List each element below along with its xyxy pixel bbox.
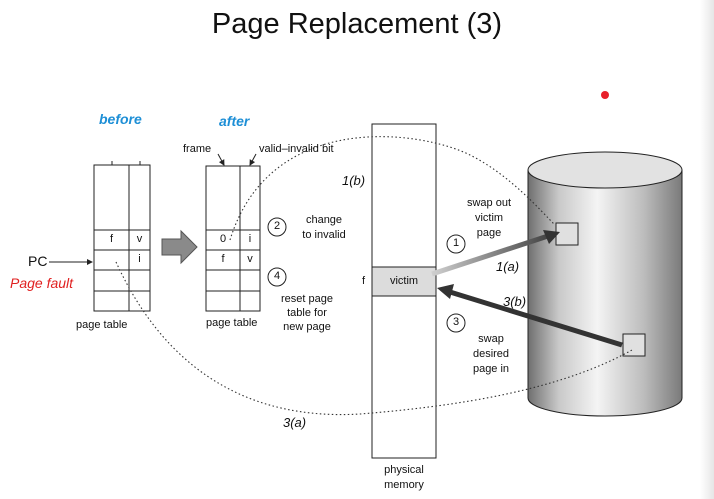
before-label: before — [99, 111, 142, 127]
step-2-circle — [267, 217, 287, 237]
after-bit-cell-2: v — [247, 253, 253, 265]
step-1-number: 1 — [452, 237, 460, 249]
step-1-circle — [446, 234, 466, 254]
before-bit-cell: v — [136, 233, 143, 245]
victim-label: victim — [389, 275, 419, 287]
step-4-line-3: new page — [283, 321, 331, 333]
transition-arrow — [161, 229, 198, 265]
step-1-text: swap out victim page — [458, 196, 520, 241]
after-frame-cell-2: f — [221, 253, 225, 265]
disk-victim-block — [555, 222, 579, 246]
before-frame-cell: f — [109, 233, 114, 245]
step-3-line-2: desired — [472, 348, 510, 360]
page-fault-label: Page fault — [10, 275, 74, 291]
step-4-circle — [267, 267, 287, 287]
step-4-text: reset page table for new page — [274, 292, 340, 334]
after-frame-cell: 0 — [219, 233, 227, 245]
arrow-label-3a: 3(a) — [283, 415, 307, 430]
step-1-line-2: victim — [474, 212, 504, 224]
laser-pointer-dot — [601, 91, 609, 99]
step-4-line-2: table for — [287, 307, 327, 319]
valid-invalid-bit-label: valid–invalid bit — [259, 143, 334, 155]
page-table-after-label: page table — [206, 317, 258, 329]
before-bit-cell-2: i — [138, 253, 141, 265]
before-page-table — [93, 161, 151, 312]
step-3-line-3: page in — [472, 363, 510, 375]
swap-out-arrow — [431, 233, 549, 277]
step-2-text: change to invalid — [294, 213, 354, 243]
frame-pointer — [217, 153, 225, 166]
step-3-text: swap desired page in — [460, 332, 522, 377]
swap-in-arrow — [449, 289, 623, 348]
arrow-label-1a: 1(a) — [496, 259, 520, 274]
arrow-label-1b: 1(b) — [342, 173, 366, 188]
after-bit-cell: i — [248, 233, 252, 245]
step-1-line-1: swap out — [466, 197, 512, 209]
pc-label: PC — [28, 253, 48, 269]
step-4-number: 4 — [273, 270, 281, 282]
step-3-number: 3 — [452, 316, 460, 328]
after-label: after — [219, 113, 250, 129]
step-3-circle — [446, 313, 466, 333]
swap-in-arrowhead — [437, 284, 454, 299]
frame-label: frame — [183, 143, 212, 155]
page-table-before-label: page table — [76, 319, 128, 331]
swap-out-arrowhead — [543, 230, 560, 244]
page-title: Page Replacement (3) — [211, 8, 503, 40]
step-4-line-1: reset page — [281, 293, 333, 305]
frame-f-label: f — [362, 275, 366, 287]
step-1-line-3: page — [476, 227, 502, 239]
physical-memory-label: physical memory — [365, 463, 443, 493]
disk-cylinder — [527, 151, 683, 417]
physical-memory-line-2: memory — [384, 479, 424, 491]
step-2-number: 2 — [273, 220, 281, 232]
right-edge-shadow — [700, 0, 714, 499]
dotted-curve-1b — [229, 136, 556, 241]
step-2-line-1: change — [305, 214, 343, 226]
disk-desired-block — [622, 333, 646, 357]
step-3-line-1: swap — [478, 333, 504, 345]
bit-pointer — [249, 153, 257, 166]
step-2-line-2: to invalid — [302, 229, 346, 241]
physical-memory — [371, 123, 437, 459]
after-page-table — [205, 165, 261, 312]
physical-memory-line-1: physical — [384, 464, 424, 476]
arrow-label-3b: 3(b) — [503, 294, 527, 309]
